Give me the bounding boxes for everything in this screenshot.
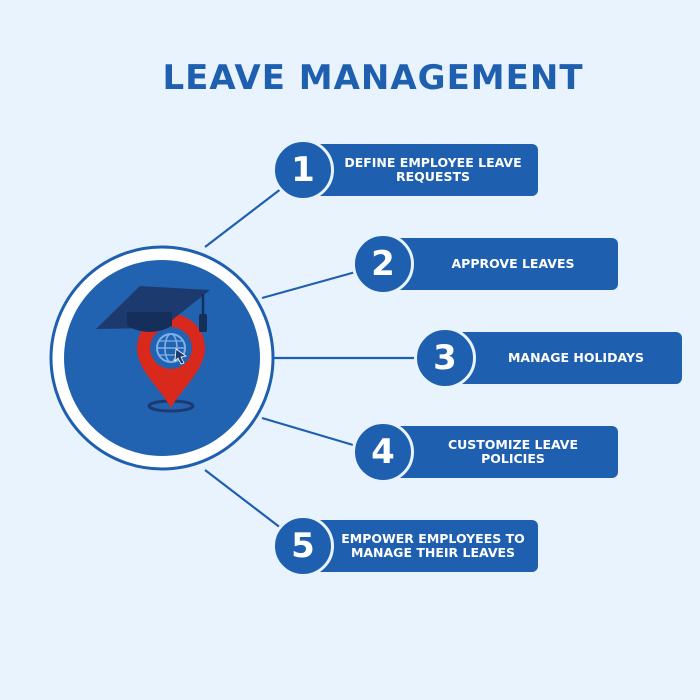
step-5-bar: EMPOWER EMPLOYEES TO MANAGE THEIR LEAVES xyxy=(298,520,538,572)
step-4-bar: CUSTOMIZE LEAVE POLICIES xyxy=(378,426,618,478)
graduation-cap-location-pin-icon xyxy=(96,286,210,413)
step-3-label: MANAGE HOLIDAYS xyxy=(507,350,644,365)
page-title: LEAVE MANAGEMENT xyxy=(162,58,584,98)
connector-2 xyxy=(261,266,371,300)
connector-5 xyxy=(204,469,291,536)
step-2-label: APPROVE LEAVES xyxy=(451,256,575,271)
connector-1 xyxy=(204,181,291,248)
step-4-label: CUSTOMIZE LEAVE POLICIES xyxy=(447,437,579,466)
step-1-label: DEFINE EMPLOYEE LEAVE REQUESTS xyxy=(344,155,522,184)
step-2-bar: APPROVE LEAVES xyxy=(378,238,618,290)
step-5-label: EMPOWER EMPLOYEES TO MANAGE THEIR LEAVES xyxy=(341,531,525,560)
step-1-bar: DEFINE EMPLOYEE LEAVE REQUESTS xyxy=(298,144,538,196)
step-5: EMPOWER EMPLOYEES TO MANAGE THEIR LEAVES… xyxy=(272,515,538,577)
step-1: DEFINE EMPLOYEE LEAVE REQUESTS 1 xyxy=(272,139,538,201)
step-3-bar: MANAGE HOLIDAYS xyxy=(440,332,682,384)
step-5-number: 5 xyxy=(272,515,334,577)
step-1-number: 1 xyxy=(272,139,334,201)
step-2-number: 2 xyxy=(352,233,414,295)
step-3-number: 3 xyxy=(414,327,476,389)
step-3: MANAGE HOLIDAYS 3 xyxy=(414,327,682,389)
step-2: APPROVE LEAVES 2 xyxy=(352,233,618,295)
step-4-number: 4 xyxy=(352,421,414,483)
step-4: CUSTOMIZE LEAVE POLICIES 4 xyxy=(352,421,618,483)
